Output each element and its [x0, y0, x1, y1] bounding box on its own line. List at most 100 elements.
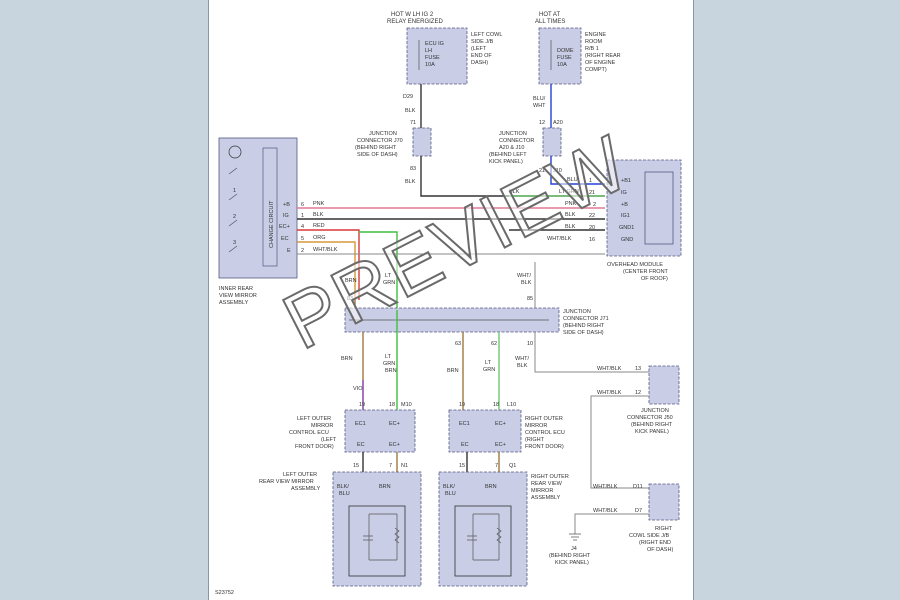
a20-conn-top: A20	[553, 120, 563, 126]
wire-red	[297, 229, 360, 300]
left-mirror-label: ASSEMBLY	[291, 486, 321, 492]
fuse2-loc: (RIGHT REAR	[585, 53, 621, 59]
inner-mirror-vertical-text: CHANGE CIRCUIT	[269, 200, 275, 248]
fuse1-line: FUSE	[425, 55, 440, 61]
left-mirror-color: BLU	[339, 491, 350, 497]
j71-label: JUNCTION	[563, 309, 591, 315]
j70-pin-top: 71	[410, 120, 416, 126]
fuse2-line: FUSE	[557, 55, 572, 61]
pin-num: 2	[593, 202, 596, 208]
diagram-sheet: HOT W LH IG 2 RELAY ENERGIZED ECU IG LH …	[208, 0, 694, 600]
pin-name: E	[287, 248, 291, 254]
right-mirror-label: ASSEMBLY	[531, 495, 561, 501]
cowl-label: COWL SIDE J/B	[629, 533, 669, 539]
left-mirror-resistor-icon	[394, 527, 400, 544]
pin-name: IG	[621, 190, 627, 196]
j70-label: (BEHIND RIGHT	[355, 145, 397, 151]
fuse1-loc: SIDE J/B	[471, 39, 494, 45]
fuse2-loc: OF ENGINE	[585, 60, 616, 66]
j70-connector	[412, 127, 432, 157]
j50-label: JUNCTION	[641, 408, 669, 414]
j71-color: LT	[485, 360, 492, 366]
pin-num: 16	[589, 237, 595, 243]
power-label-relay: RELAY ENERGIZED	[387, 19, 443, 25]
j71-label: CONNECTOR J71	[563, 316, 609, 322]
inner-mirror-box	[218, 137, 298, 279]
pin-name: +B	[621, 202, 628, 208]
pin-color: LT GRN	[559, 189, 579, 195]
overhead-module-box	[606, 159, 682, 257]
j71-color: BLK	[517, 363, 528, 369]
left-ecu-pin: 18	[389, 402, 395, 408]
pin-color: PNK	[565, 201, 577, 207]
pin-name: EC	[281, 236, 289, 242]
inner-mirror-label: VIEW MIRROR	[219, 293, 257, 299]
j50-pin: 12	[635, 390, 641, 396]
fuse1-line: ECU IG	[425, 41, 444, 47]
j50-pin: 13	[635, 366, 641, 372]
cowl-label: RIGHT	[655, 526, 673, 532]
a20-pin-bottom: 21	[539, 168, 545, 174]
switch-num: 3	[233, 240, 236, 246]
pin-num: 21	[589, 190, 595, 196]
left-mirror-color: BRN	[379, 484, 391, 490]
right-mirror-color: BLK/	[443, 484, 455, 490]
overhead-label: OVERHEAD MODULE	[607, 262, 663, 268]
overhead-top-color: BLK	[509, 189, 520, 195]
j71-pin: 10	[527, 341, 533, 347]
inner-mirror-ic	[262, 147, 278, 267]
ground-label: KICK PANEL)	[555, 560, 589, 566]
j71-pin: 62	[491, 341, 497, 347]
right-ecu-label: (RIGHT	[525, 437, 545, 443]
left-ecu-term: EC+	[389, 442, 400, 448]
right-ecu-term: EC	[461, 442, 469, 448]
pin-color: PNK	[313, 201, 325, 207]
power-label-hot: HOT AT	[539, 12, 560, 18]
ground-label: (BEHIND RIGHT	[549, 553, 591, 559]
cowl-wire-color: WHT/BLK	[593, 508, 618, 514]
right-mirror-color: BLU	[445, 491, 456, 497]
pin-color: BLK	[565, 224, 576, 230]
right-ecu-pin: 19	[459, 402, 465, 408]
cowl-label: OF DASH)	[647, 547, 673, 553]
j71-color: GRN	[383, 361, 395, 367]
j50-wire-color: WHT/BLK	[597, 366, 622, 372]
right-ecu-label: MIRROR	[525, 423, 547, 429]
pin-num: 22	[589, 213, 595, 219]
j71-pin: 63	[455, 341, 461, 347]
inner-mirror-switch-icons	[228, 167, 238, 253]
right-ecu-label: FRONT DOOR)	[525, 444, 564, 450]
j71-label: (BEHIND RIGHT	[563, 323, 605, 329]
left-ecu-pin: 15	[353, 463, 359, 469]
a20-connector	[542, 127, 562, 157]
pin-color: WHT/BLK	[547, 236, 572, 242]
wire-a20-blu	[550, 156, 605, 185]
wire-ltgrn	[359, 231, 398, 310]
right-ecu-pin: 15	[459, 463, 465, 469]
right-mirror-capacitor-icon	[467, 535, 477, 541]
fuse1-pin: D29	[403, 94, 413, 100]
pin-name: IG1	[621, 213, 630, 219]
fuse1-line: 10A	[425, 62, 435, 68]
right-mirror-label: MIRROR	[531, 488, 553, 494]
right-ecu-label: RIGHT OUTER	[525, 416, 563, 422]
wire-whtblk-j50	[534, 332, 649, 373]
fuse1-loc: DASH)	[471, 60, 488, 66]
left-ecu-conn: M10	[401, 402, 412, 408]
j50-wire-color: WHT/BLK	[597, 390, 622, 396]
left-ecu-label: FRONT DOOR)	[295, 444, 334, 450]
overhead-label: OF ROOF)	[641, 276, 668, 282]
pin-num: 5	[301, 236, 304, 242]
fuse-dome-box	[538, 27, 582, 85]
left-ecu-label: LEFT OUTER	[297, 416, 331, 422]
fuse1-loc: END OF	[471, 53, 492, 59]
cowl-pin: D11	[633, 484, 643, 490]
right-mirror-color: BRN	[485, 484, 497, 490]
left-ecu-term: EC	[357, 442, 365, 448]
overhead-label: (CENTER FRONT	[623, 269, 669, 275]
cowl-label: (RIGHT END	[639, 540, 671, 546]
j71-color: WHT/	[517, 273, 532, 279]
j50-connector	[648, 365, 680, 405]
j50-label: KICK PANEL)	[635, 429, 669, 435]
a20-label: A20 & J10	[499, 145, 524, 151]
